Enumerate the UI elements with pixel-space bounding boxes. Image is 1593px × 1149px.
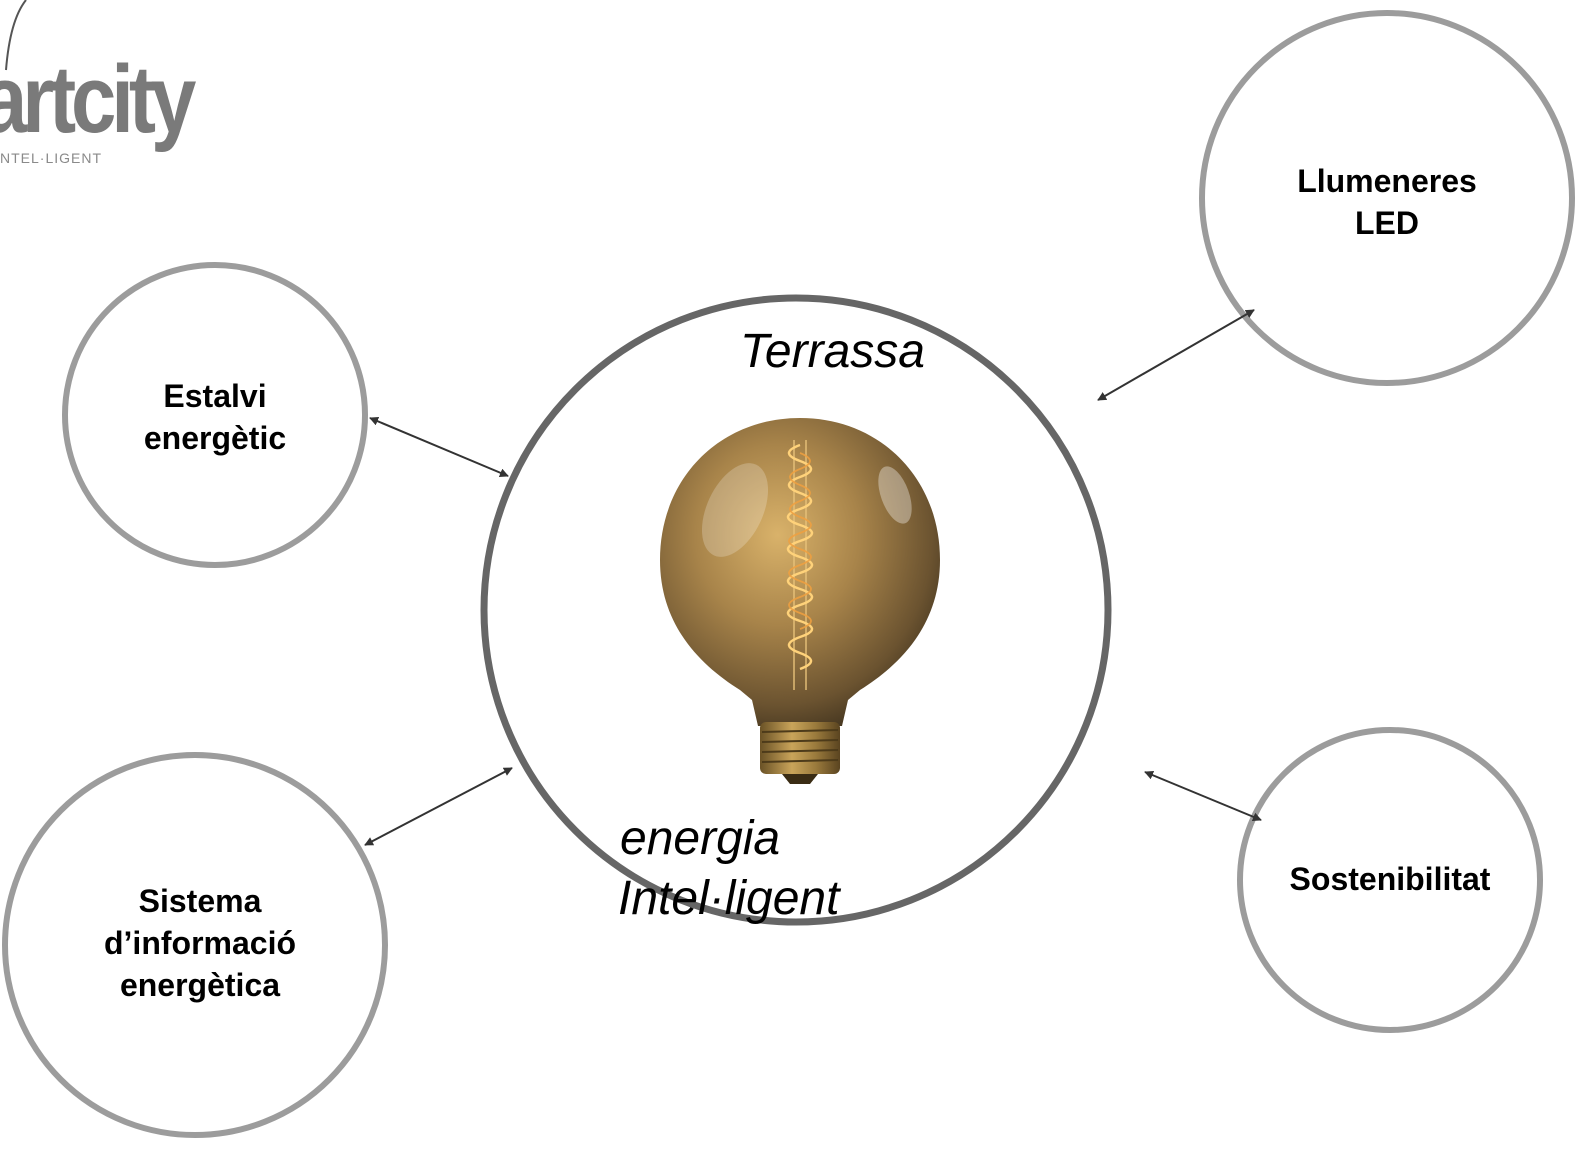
arrow-sostenibilitat xyxy=(1144,770,1262,822)
node-label-estalvi: Estalvi energètic xyxy=(115,375,315,459)
center-title: Terrassa xyxy=(740,325,925,378)
logo-swoosh xyxy=(5,0,27,71)
center-subtitle-line1: energia xyxy=(620,812,781,865)
arrow-llumeneres xyxy=(1097,309,1255,401)
node-label-line: Estalvi xyxy=(163,378,267,414)
node-circle-estalvi xyxy=(62,262,368,568)
node-label-line: Llumeneres xyxy=(1297,163,1477,199)
center-subtitle-line2: Intel·ligent xyxy=(618,872,840,925)
node-label-line: energètic xyxy=(143,420,287,456)
logo-wordmark: artcity xyxy=(0,46,196,153)
arrow-estalvi xyxy=(369,416,509,478)
smartcity-logo: artcity NTEL·LIGENT xyxy=(0,50,200,180)
node-label-line: energètica xyxy=(119,967,281,1003)
logo-tagline: NTEL·LIGENT xyxy=(0,150,103,166)
node-circle-sostenibilitat xyxy=(1237,727,1543,1033)
node-label-line: d’informació xyxy=(103,925,296,961)
node-circle-llumeneres xyxy=(1199,10,1575,386)
node-label-line: Sostenibilitat xyxy=(1289,861,1491,897)
node-label-llumeneres: Llumeneres LED xyxy=(1267,160,1507,244)
light-bulb-icon xyxy=(660,418,940,784)
node-label-line: Sistema xyxy=(138,883,262,919)
arrow-sistema xyxy=(364,767,513,846)
node-label-sistema: Sistema d’informació energètica xyxy=(55,880,345,1006)
node-label-sostenibilitat: Sostenibilitat xyxy=(1260,858,1520,900)
node-label-line: LED xyxy=(1355,205,1419,241)
node-circle-sistema xyxy=(2,752,388,1138)
